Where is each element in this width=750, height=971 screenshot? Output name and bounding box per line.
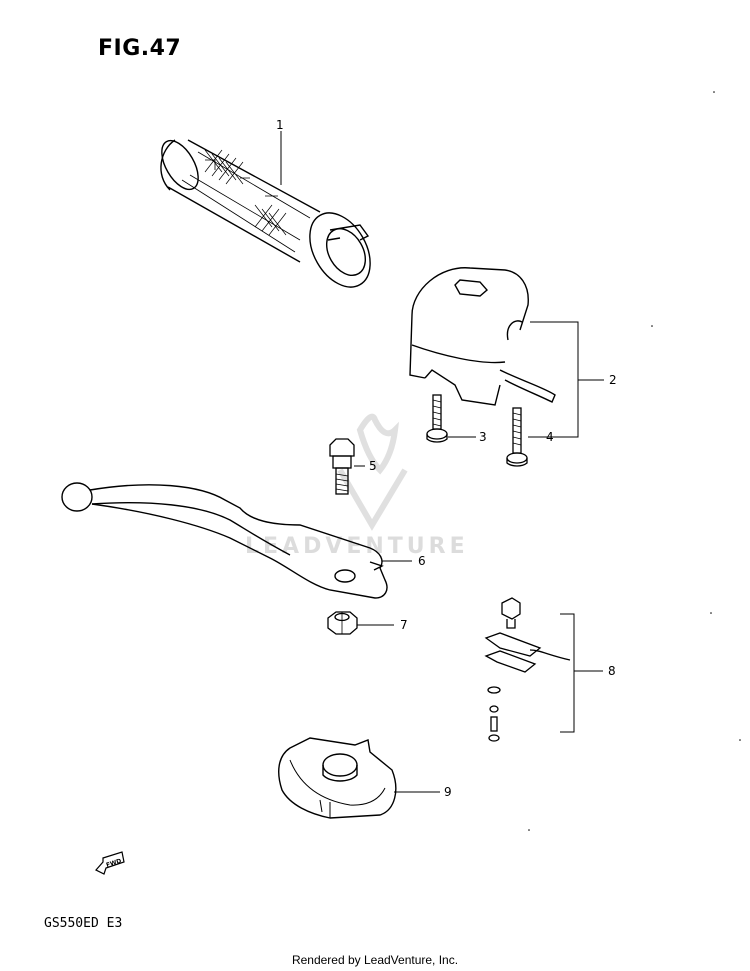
- callout-9: 9: [444, 785, 452, 799]
- callout-7: 7: [400, 618, 408, 632]
- model-code: GS550ED E3: [44, 916, 123, 931]
- part-bolt: [329, 438, 355, 495]
- callout-4: 4: [546, 430, 554, 444]
- fwd-label: FWD: [105, 858, 122, 870]
- footer-text: Rendered by LeadVenture, Inc.: [291, 953, 459, 967]
- fwd-arrow-icon: FWD: [95, 851, 125, 875]
- bracket-2: [530, 321, 579, 438]
- callout-1: 1: [276, 118, 284, 132]
- callout-3: 3: [479, 430, 487, 444]
- callout-5: 6: [418, 554, 426, 568]
- part-switch-housing: [409, 267, 556, 406]
- callout-2: 2: [609, 373, 617, 387]
- part-cover: [278, 737, 397, 819]
- callout-6: 5: [369, 459, 377, 473]
- part-nut: [327, 611, 358, 635]
- watermark: LEADVENTURE: [245, 413, 469, 559]
- part-screw-4: [506, 407, 528, 467]
- scan-specks: [528, 91, 741, 831]
- watermark-text: LEADVENTURE: [245, 534, 469, 559]
- watermark-logo-icon: [337, 413, 408, 531]
- bracket-8: [560, 613, 575, 733]
- callout-8: 8: [608, 664, 616, 678]
- figure-title: FIG.47: [98, 36, 182, 61]
- part-lever: [61, 482, 388, 599]
- part-grip: [160, 139, 371, 288]
- part-switch-assembly: [484, 597, 571, 742]
- part-screw-3: [426, 394, 448, 443]
